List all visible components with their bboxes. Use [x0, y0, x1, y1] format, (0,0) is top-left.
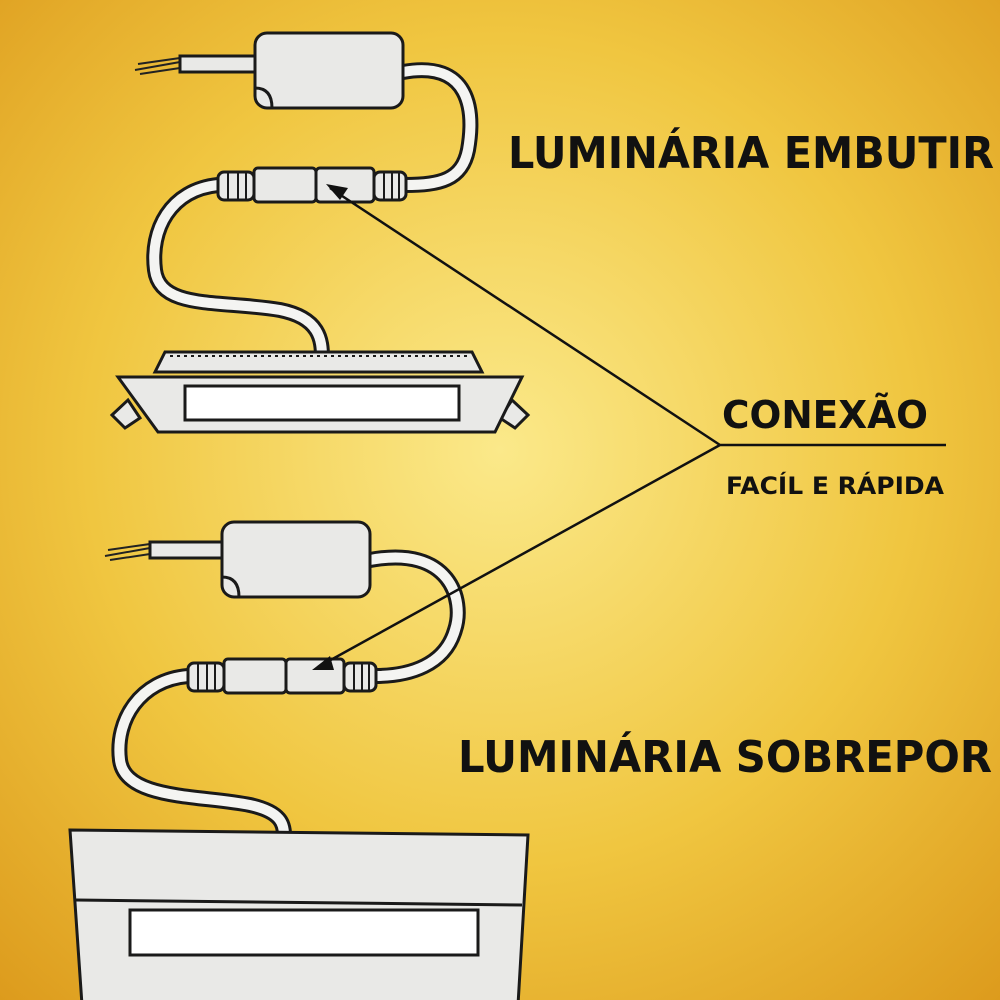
- quick-connector: [186, 657, 378, 695]
- arrowhead-icon: [326, 184, 348, 200]
- recessed-light-assembly: [109, 31, 531, 434]
- surface-panel: [68, 828, 530, 1000]
- recessed-panel: [109, 350, 531, 434]
- driver-box: [220, 520, 372, 599]
- wire-leads-icon: [134, 54, 257, 75]
- label-sobrepor: LUMINÁRIA SOBREPOR: [458, 730, 992, 783]
- label-facil-rapida: FACÍL E RÁPIDA: [726, 471, 944, 500]
- quick-connector: [216, 166, 408, 204]
- label-embutir: LUMINÁRIA EMBUTIR: [508, 126, 994, 179]
- arrowhead-icon: [312, 656, 334, 670]
- surface-light-assembly: [68, 520, 530, 1000]
- connection-pointers: [312, 184, 946, 670]
- label-conexao: CONEXÃO: [722, 393, 928, 437]
- driver-box: [253, 31, 405, 110]
